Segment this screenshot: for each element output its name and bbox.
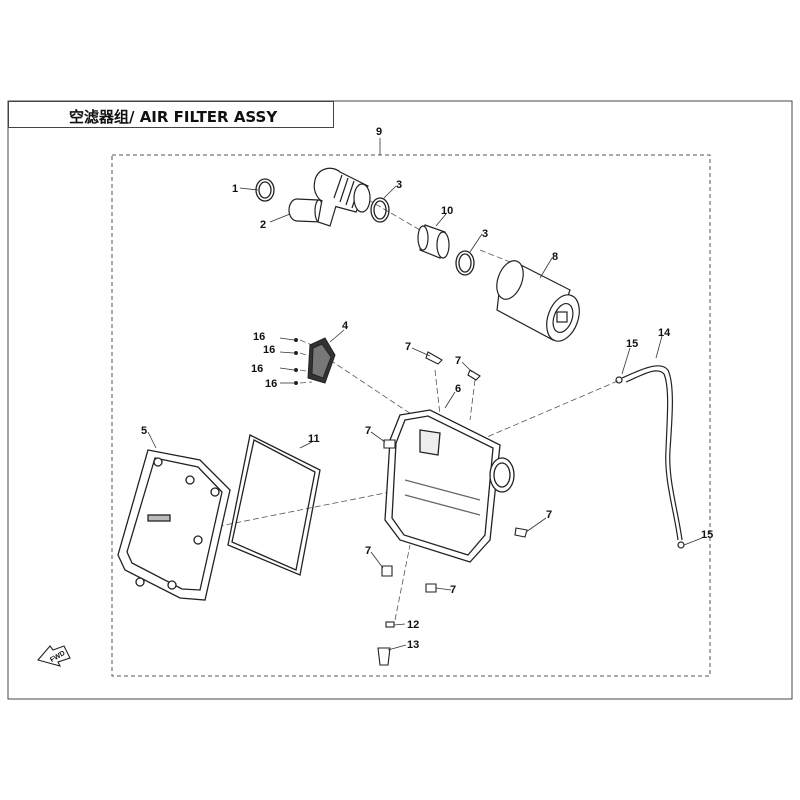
- part-cover-panel-4: [307, 337, 336, 384]
- part-intake-bellows: [313, 167, 371, 227]
- part-coupling-10: [417, 224, 450, 259]
- callout-11: 11: [308, 433, 320, 445]
- callout-16: 16: [251, 363, 263, 375]
- fwd-arrow-icon: FWD: [37, 645, 71, 667]
- part-airbox-6: [384, 409, 515, 563]
- callout-2: 2: [260, 219, 266, 231]
- callout-12: 12: [407, 619, 419, 631]
- callout-labels: 1 2 3 3 4 5 6 7 7 7 7 7 7 8 9 10 11 12 1…: [141, 126, 713, 651]
- assembly-boundary: [111, 154, 711, 677]
- outer-frame: [7, 100, 793, 700]
- callout-4: 4: [342, 320, 349, 332]
- callout-14: 14: [658, 327, 671, 339]
- callout-15: 15: [701, 529, 713, 541]
- callout-7: 7: [546, 509, 552, 521]
- callout-7: 7: [455, 355, 461, 367]
- part-filter-element-8: [496, 260, 580, 342]
- part-clamp-ring-1: [255, 178, 275, 202]
- callout-15: 15: [626, 338, 638, 350]
- callout-5: 5: [141, 425, 147, 437]
- callout-7: 7: [365, 425, 371, 437]
- callout-13: 13: [407, 639, 419, 651]
- page-title: 空滤器组/ AIR FILTER ASSY: [69, 108, 278, 126]
- callout-7: 7: [450, 584, 456, 596]
- callout-7: 7: [365, 545, 371, 557]
- part-hose-14: [621, 365, 683, 541]
- callout-7: 7: [405, 341, 411, 353]
- callout-3: 3: [396, 179, 402, 191]
- part-clamps-15: [615, 376, 685, 549]
- part-clamp-3b: [455, 250, 475, 276]
- callout-16: 16: [263, 344, 275, 356]
- callout-6: 6: [455, 383, 461, 395]
- part-gasket-11: [227, 434, 321, 576]
- title-box: 空滤器组/ AIR FILTER ASSY: [8, 101, 334, 128]
- leader-lines: [147, 185, 703, 651]
- callout-1: 1: [232, 183, 238, 195]
- callout-8: 8: [552, 251, 558, 263]
- part-airbox-cover-5: [117, 449, 231, 601]
- callout-9: 9: [376, 126, 382, 138]
- callout-10: 10: [441, 205, 453, 217]
- callout-3: 3: [482, 228, 488, 240]
- part-duct-2: [288, 198, 324, 223]
- part-clips-7: [381, 351, 528, 593]
- part-drain-12-13: [377, 621, 395, 666]
- part-screws-16: [294, 338, 298, 385]
- part-clamp-3a: [370, 197, 390, 223]
- callout-16: 16: [265, 378, 277, 390]
- callout-16: 16: [253, 331, 265, 343]
